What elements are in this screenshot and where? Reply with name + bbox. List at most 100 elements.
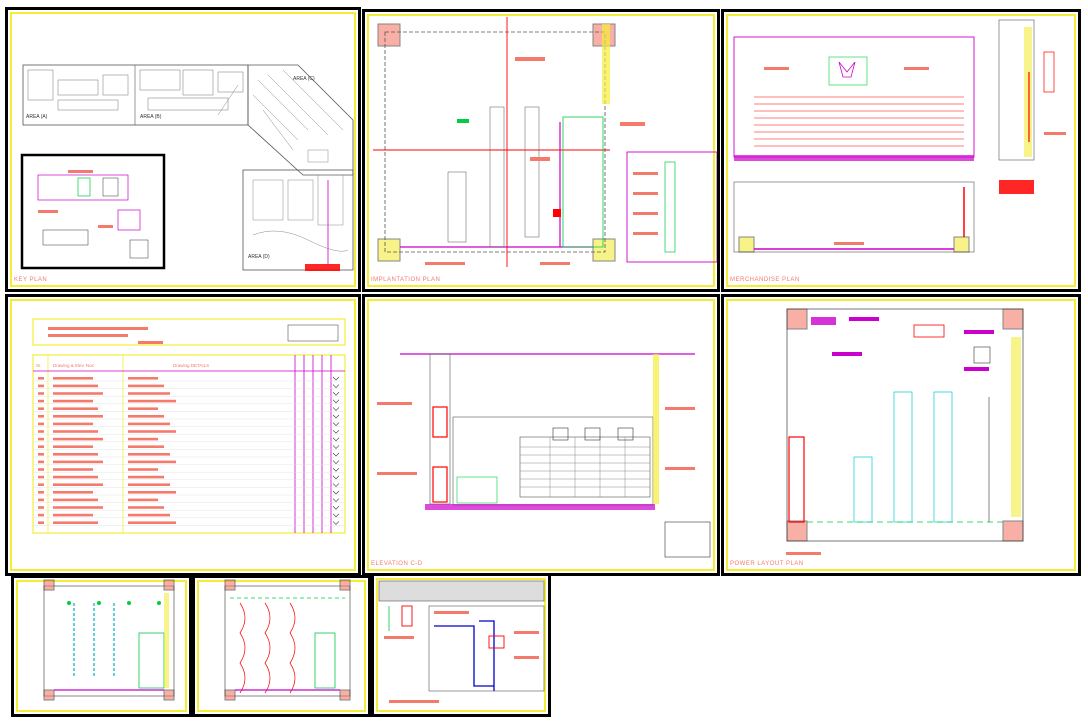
sheet-label: MERCHANDISE PLAN	[730, 277, 800, 283]
ceiling-b-drawing	[224, 579, 351, 701]
sheet-drawing-list[interactable]: Sr. Drawing & Elev. Nos Drawing DETAILS	[5, 294, 361, 576]
sheet-power-layout[interactable]: POWER LAYOUT PLAN	[721, 294, 1081, 576]
sheet-implantation-plan[interactable]: IMPLANTATION PLAN	[362, 9, 720, 292]
table-cell	[53, 437, 103, 441]
table-cell	[128, 521, 176, 524]
elevation-drawing	[377, 353, 711, 558]
table-cell	[38, 513, 44, 517]
title-frame	[197, 580, 366, 712]
table-cell	[53, 468, 93, 471]
power-layout-drawing	[786, 308, 1024, 555]
table-cell	[53, 506, 103, 509]
sheet-label: KEY PLAN	[14, 277, 48, 283]
area-d-label: AREA (D)	[248, 254, 270, 260]
table-cell	[128, 392, 170, 395]
table-cell	[53, 392, 103, 395]
table-cell	[128, 445, 164, 448]
check-icon	[332, 521, 340, 525]
table-cell	[38, 422, 44, 426]
sheet-merchandise-plan[interactable]: MERCHANDISE PLAN	[721, 9, 1081, 292]
table-cell	[128, 460, 176, 464]
table-cell	[53, 384, 98, 388]
check-icon	[332, 399, 340, 404]
detail-section-drawing	[378, 580, 545, 703]
table-cell	[128, 377, 158, 380]
table-cell	[53, 422, 93, 426]
table-cell	[128, 475, 164, 479]
table-cell	[128, 468, 158, 471]
sheet-key-plan[interactable]: AREA (A) AREA (B) AREA (C) AREA (D)	[5, 7, 361, 292]
check-icon	[332, 429, 340, 434]
table-cell	[53, 445, 93, 448]
table-cell	[38, 498, 44, 502]
table-cell	[53, 460, 103, 464]
table-cell	[53, 399, 93, 403]
area-b-label: AREA (B)	[140, 114, 162, 120]
ceiling-a-drawing	[43, 579, 175, 701]
title-frame	[10, 12, 356, 287]
table-cell	[128, 491, 176, 494]
title-frame	[16, 580, 187, 712]
table-cell	[38, 445, 44, 448]
table-cell	[38, 399, 44, 403]
table-cell	[38, 377, 44, 380]
check-icon	[332, 498, 340, 503]
sheet-detail-section[interactable]	[371, 573, 551, 717]
check-icon	[332, 391, 340, 396]
table-cell	[38, 407, 44, 410]
table-cell	[128, 506, 164, 509]
table-cell	[128, 513, 170, 517]
sheet-ceiling-plan-b[interactable]	[192, 575, 371, 717]
col-title-header: Drawing DETAILS	[173, 363, 209, 368]
title-frame	[726, 14, 1076, 287]
table-cell	[38, 460, 44, 464]
sheet-elevation[interactable]: ELEVATION C-D	[362, 294, 720, 576]
table-cell	[53, 491, 93, 494]
check-icon	[332, 467, 340, 472]
area-c-label: AREA (C)	[293, 76, 315, 82]
table-cell	[38, 430, 44, 433]
table-cell	[128, 415, 164, 418]
implantation-drawing	[373, 17, 717, 267]
table-cell	[53, 513, 93, 517]
list-rows	[33, 376, 345, 526]
check-icon	[332, 475, 340, 480]
table-cell	[53, 483, 103, 486]
table-cell	[53, 407, 98, 410]
table-cell	[128, 498, 158, 502]
title-frame	[10, 299, 356, 571]
table-cell	[38, 415, 44, 418]
sheet-ceiling-plan-a[interactable]	[11, 575, 192, 717]
title-frame	[376, 578, 546, 712]
table-cell	[53, 377, 93, 380]
table-cell	[128, 453, 170, 456]
sheet-label: POWER LAYOUT PLAN	[730, 561, 804, 567]
col-no-header: Sr.	[36, 363, 42, 368]
merchandise-drawing	[733, 19, 1066, 253]
table-cell	[128, 483, 170, 486]
check-icon	[332, 490, 340, 495]
table-cell	[128, 437, 158, 441]
table-cell	[38, 475, 44, 479]
title-frame	[367, 14, 715, 287]
check-icon	[332, 407, 340, 411]
table-cell	[38, 392, 44, 395]
check-icon	[332, 483, 340, 487]
table-cell	[128, 399, 176, 403]
table-cell	[38, 483, 44, 486]
check-icon	[332, 460, 340, 465]
table-cell	[38, 384, 44, 388]
drawing-list-table: Sr. Drawing & Elev. Nos Drawing DETAILS	[32, 318, 346, 534]
table-cell	[38, 491, 44, 494]
table-cell	[53, 498, 98, 502]
north-note	[305, 264, 340, 271]
table-cell	[128, 430, 176, 433]
check-icon	[332, 437, 340, 442]
table-cell	[128, 384, 164, 388]
area-a-label: AREA (A)	[26, 114, 48, 120]
table-cell	[53, 521, 98, 524]
table-cell	[38, 453, 44, 456]
check-icon	[332, 376, 340, 381]
table-cell	[53, 453, 98, 456]
table-cell	[38, 506, 44, 509]
